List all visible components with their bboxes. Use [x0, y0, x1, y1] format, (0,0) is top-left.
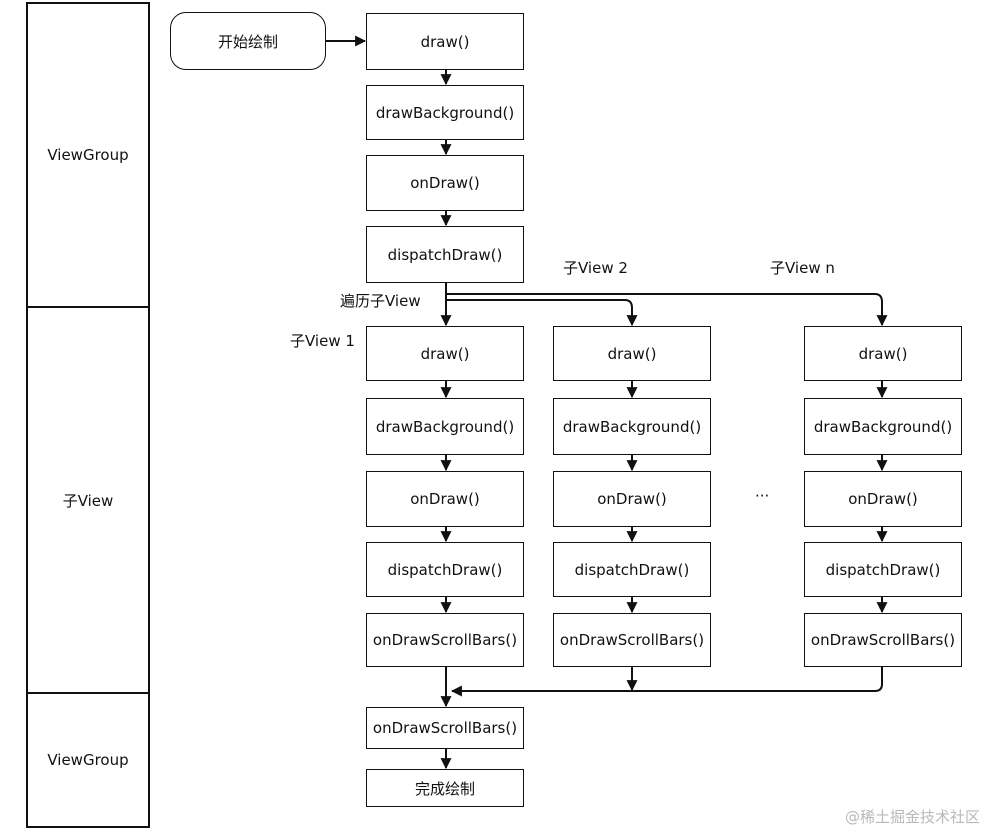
- parent-step-drawbackground: drawBackground(): [366, 85, 524, 140]
- child-n-label: 子View n: [770, 259, 835, 277]
- start-node: 开始绘制: [170, 12, 326, 70]
- child-1-step-dispatchdraw: dispatchDraw(): [366, 542, 524, 597]
- traverse-label: 遍历子View: [340, 292, 421, 310]
- child-1-step-ondraw: onDraw(): [366, 471, 524, 527]
- child-n-step-drawbackground: drawBackground(): [804, 398, 962, 455]
- parent-step-ondraw: onDraw(): [366, 155, 524, 211]
- child-1-label: 子View 1: [290, 332, 355, 350]
- child-n-step-ondraw: onDraw(): [804, 471, 962, 527]
- child-1-step-ondrawscrollbars: onDrawScrollBars(): [366, 613, 524, 667]
- lane-label: 子View: [62, 491, 114, 510]
- branch-to-child-2: [446, 299, 638, 327]
- child-n-step-draw: draw(): [804, 326, 962, 381]
- child-2-label: 子View 2: [563, 259, 628, 277]
- return-from-child-n: [450, 667, 883, 697]
- parent-step-dispatchdraw: dispatchDraw(): [366, 226, 524, 283]
- final-step-ondrawscrollbars: onDrawScrollBars(): [366, 707, 524, 749]
- child-1-step-drawbackground: drawBackground(): [366, 398, 524, 455]
- lane-child-view: 子View: [26, 306, 150, 694]
- watermark: @稀土掘金技术社区: [844, 808, 980, 826]
- child-2-step-drawbackground: drawBackground(): [553, 398, 711, 455]
- branch-to-child-n: [446, 293, 888, 327]
- lane-label: ViewGroup: [47, 146, 129, 164]
- parent-step-draw: draw(): [366, 13, 524, 70]
- lane-viewgroup-top: ViewGroup: [26, 2, 150, 308]
- child-n-step-ondrawscrollbars: onDrawScrollBars(): [804, 613, 962, 667]
- child-2-step-ondraw: onDraw(): [553, 471, 711, 527]
- child-1-step-draw: draw(): [366, 326, 524, 381]
- ellipsis: ···: [755, 487, 770, 505]
- final-step-complete: 完成绘制: [366, 769, 524, 807]
- child-2-step-draw: draw(): [553, 326, 711, 381]
- child-n-step-dispatchdraw: dispatchDraw(): [804, 542, 962, 597]
- lane-label: ViewGroup: [47, 751, 129, 769]
- start-label: 开始绘制: [217, 32, 278, 51]
- child-2-step-ondrawscrollbars: onDrawScrollBars(): [553, 613, 711, 667]
- lane-viewgroup-bottom: ViewGroup: [26, 692, 150, 828]
- child-2-step-dispatchdraw: dispatchDraw(): [553, 542, 711, 597]
